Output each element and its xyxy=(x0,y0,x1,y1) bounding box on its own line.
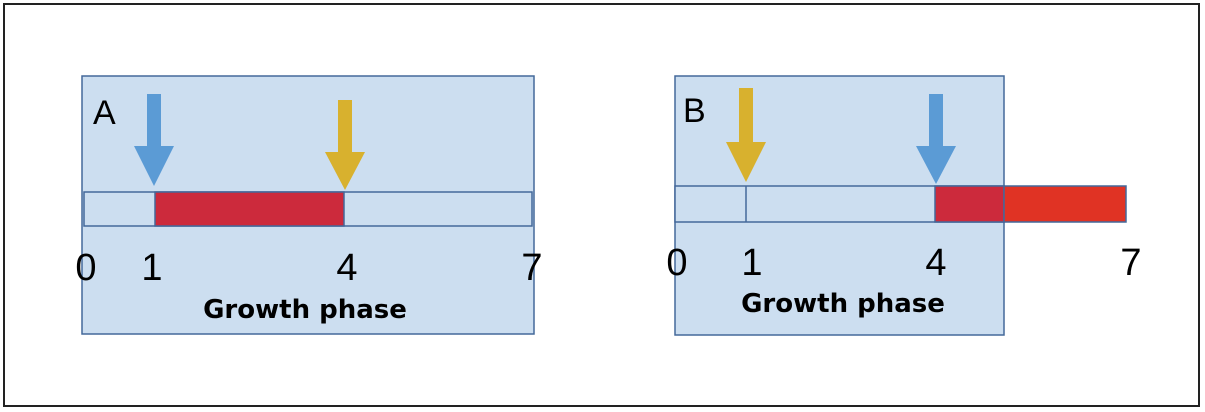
panel-a-tick-4: 4 xyxy=(336,247,357,289)
panel-a-blue-arrow xyxy=(134,94,174,186)
panel-b-red-segment-inside xyxy=(934,185,1005,223)
panel-b-tick-4: 4 xyxy=(925,242,946,284)
panel-b-red-segment-outside xyxy=(1003,185,1127,223)
panel-a-axis-title: Growth phase xyxy=(203,295,407,325)
panel-b-tick-1: 1 xyxy=(741,242,762,284)
panel-b-tick-7: 7 xyxy=(1120,242,1141,284)
panel-a-red-segment xyxy=(154,191,345,227)
panel-a-tick-7: 7 xyxy=(521,247,542,289)
panel-a: A 0 1 4 7 Growth phase xyxy=(75,75,543,335)
panel-b-axis-title: Growth phase xyxy=(741,289,945,319)
panel-b-tick-0: 0 xyxy=(666,242,687,284)
panel-b-letter: B xyxy=(683,92,706,130)
panel-a-tick-0: 0 xyxy=(75,247,96,289)
panel-a-gold-arrow xyxy=(325,100,365,190)
panel-b-blue-arrow xyxy=(916,94,956,184)
panel-b-gold-arrow xyxy=(726,88,766,182)
panel-a-tick-1: 1 xyxy=(141,247,162,289)
panel-b: B 0 1 4 7 Growth phase xyxy=(666,75,1142,336)
panel-a-letter: A xyxy=(93,94,116,132)
